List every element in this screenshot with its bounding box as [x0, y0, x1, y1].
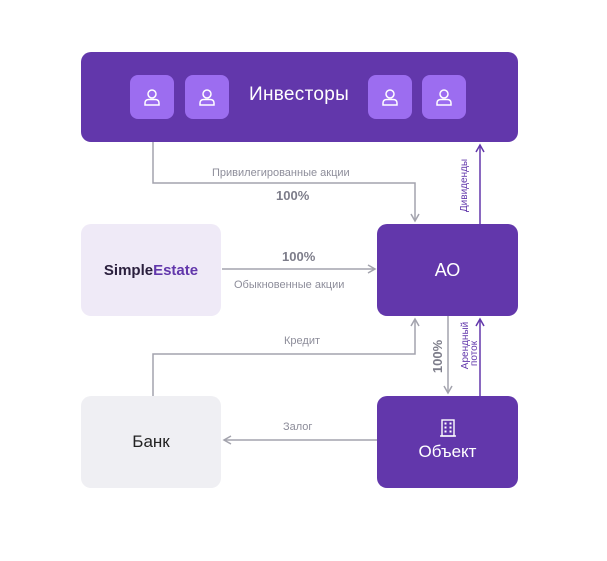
dividends-label: Дивиденды [459, 158, 471, 213]
common-shares-label: Обыкновенные акции [234, 279, 345, 291]
logo-text-simple: Simple [103, 261, 154, 279]
privileged-shares-percent: 100% [276, 188, 310, 203]
investors-box: Инвесторы [81, 52, 518, 142]
privileged-shares-label: Привилегированные акции [212, 167, 350, 179]
object-box: Объект [377, 396, 518, 488]
user-icon [422, 75, 466, 119]
privileged-shares-arrow [152, 142, 420, 223]
common-shares-percent: 100% [282, 249, 316, 264]
credit-arrow [152, 317, 420, 396]
logo-text-estate: Estate [153, 261, 199, 279]
investors-title: Инвесторы [249, 84, 350, 105]
user-icon [368, 75, 412, 119]
rent-label-line2: поток [469, 340, 481, 367]
bank-label: Банк [132, 432, 170, 451]
building-icon [440, 419, 456, 437]
collateral-label: Залог [283, 421, 313, 433]
ao-label: АО [434, 259, 461, 280]
bank-box: Банк [81, 396, 221, 488]
object-label: Объект [418, 442, 477, 461]
ao-to-object-percent: 100% [430, 339, 446, 374]
ao-box: АО [377, 224, 518, 316]
user-icon [185, 75, 229, 119]
credit-label: Кредит [284, 335, 321, 347]
user-icon [130, 75, 174, 119]
